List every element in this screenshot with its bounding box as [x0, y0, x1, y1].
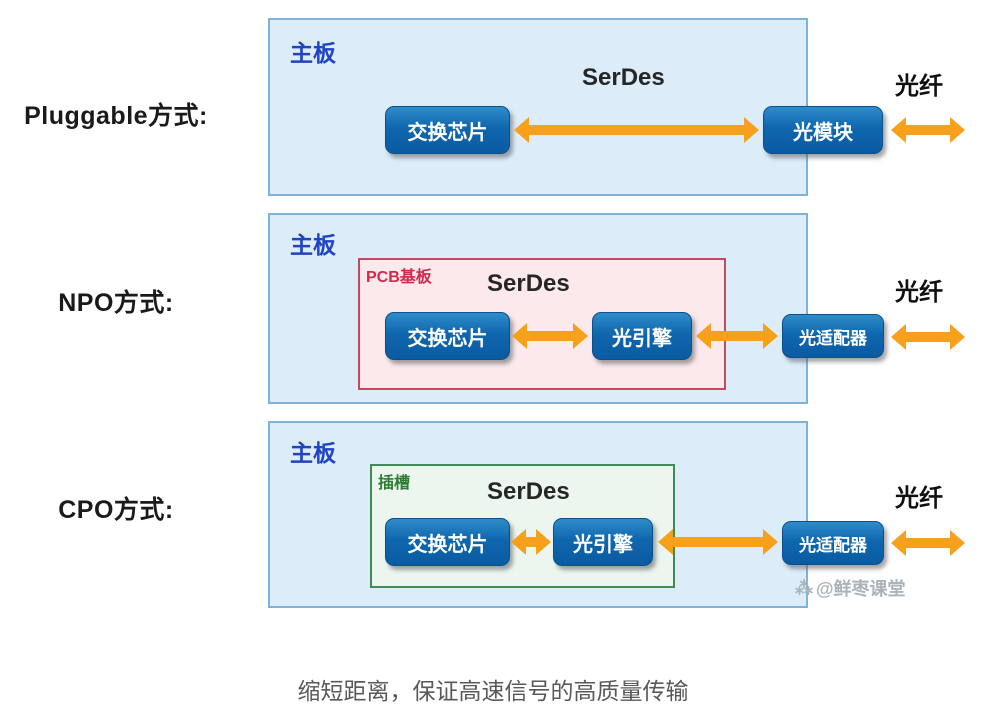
arrow-bar [904, 125, 952, 135]
board-label-pluggable: 主板 [290, 40, 336, 66]
chip-optical-adapter-cpo: 光适配器 [782, 521, 884, 565]
board-pluggable [268, 18, 808, 196]
chip-optical-engine-npo-label: 光引擎 [612, 327, 672, 350]
arrow-fiber-pluggable [891, 117, 965, 143]
pcb-substrate-label: PCB基板 [366, 269, 432, 286]
arrow-bar [527, 125, 746, 135]
arrow-bar [904, 332, 952, 342]
arrow-bar [709, 331, 765, 341]
chip-switch-asic-cpo: 交换芯片 [385, 518, 510, 566]
chip-optical-engine-npo: 光引擎 [592, 312, 692, 360]
board-label-cpo: 主板 [290, 440, 336, 466]
arrow-bar [904, 538, 952, 548]
row-label-cpo: CPO方式: [58, 496, 174, 524]
board-label-npo: 主板 [290, 232, 336, 258]
serdes-label-npo: SerDes [487, 270, 570, 297]
chip-optical-adapter-npo: 光适配器 [782, 314, 884, 358]
row-label-pluggable: Pluggable方式: [24, 102, 208, 130]
arrow-bar [671, 537, 765, 547]
chip-optical-module-label: 光模块 [793, 121, 853, 144]
fiber-label-cpo: 光纤 [895, 485, 943, 512]
serdes-label-pluggable: SerDes [582, 64, 665, 91]
watermark: ⁂ @鲜枣课堂 [795, 575, 906, 601]
arrow-serdes-cpo [511, 529, 551, 555]
chip-switch-asic-pluggable-label: 交换芯片 [407, 121, 488, 144]
arrow-bar [525, 331, 575, 341]
arrow-fiber-cpo [891, 530, 965, 556]
arrow-serdes-pluggable [514, 117, 759, 143]
arrow-bar [524, 537, 538, 547]
fiber-label-npo: 光纤 [895, 279, 943, 306]
watermark-text: @鲜枣课堂 [816, 579, 906, 599]
chip-switch-asic-npo-label: 交换芯片 [407, 327, 488, 350]
chip-optical-adapter-npo-label: 光适配器 [799, 328, 867, 348]
arrow-serdes-npo [512, 323, 588, 349]
serdes-label-cpo: SerDes [487, 478, 570, 505]
row-label-npo: NPO方式: [58, 289, 174, 317]
arrow-engine-adapter-npo [696, 323, 778, 349]
fiber-label-pluggable: 光纤 [895, 73, 943, 100]
chip-switch-asic-pluggable: 交换芯片 [385, 106, 510, 154]
chip-optical-adapter-cpo-label: 光适配器 [799, 535, 867, 555]
chip-optical-module: 光模块 [763, 106, 883, 154]
chip-optical-engine-cpo: 光引擎 [553, 518, 653, 566]
caption: 缩短距离，保证高速信号的高质量传输 [297, 678, 689, 704]
socket-label: 插槽 [378, 475, 411, 492]
chip-optical-engine-cpo-label: 光引擎 [573, 533, 633, 556]
chip-switch-asic-npo: 交换芯片 [385, 312, 510, 360]
arrow-fiber-npo [891, 324, 965, 350]
chip-switch-asic-cpo-label: 交换芯片 [407, 533, 488, 556]
arrow-engine-adapter-cpo [658, 529, 778, 555]
watermark-icon: ⁂ [795, 577, 813, 598]
